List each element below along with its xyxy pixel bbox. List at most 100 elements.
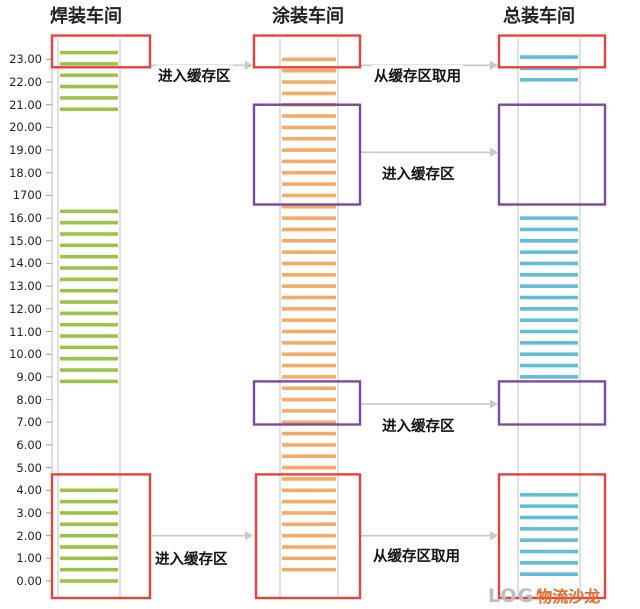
- assembly-production-stripe: [520, 493, 578, 497]
- assembly-production-stripe: [520, 527, 578, 531]
- label-enter-buffer-bottom: 进入缓存区: [153, 548, 230, 569]
- assembly-production-stripe: [520, 77, 578, 82]
- time-tick-label: 10.00: [9, 347, 42, 362]
- painting-production-stripe: [282, 136, 336, 141]
- painting-production-stripe: [282, 420, 336, 425]
- welding-production-stripe: [60, 579, 118, 583]
- time-tick-label: 22.00: [9, 75, 42, 90]
- welding-production-stripe: [60, 368, 118, 372]
- assembly-production-stripe: [520, 538, 578, 542]
- label-enter-buffer-lower-mid: 进入缓存区: [380, 415, 457, 436]
- welding-production-stripe: [60, 488, 118, 493]
- time-tick-label: 18.00: [9, 165, 42, 180]
- painting-production-stripe: [282, 148, 336, 152]
- painting-production-stripe: [282, 125, 336, 130]
- assembly-production-stripe: [520, 572, 578, 576]
- logo-mark: LOG: [488, 585, 535, 607]
- flow-arrow-bottom-right-head: [490, 531, 498, 541]
- assembly-production-stripe: [520, 261, 578, 266]
- painting-production-stripe: [282, 567, 336, 572]
- time-tick-label: 1.00: [16, 551, 42, 566]
- flow-arrow-top-right-head: [490, 60, 498, 70]
- buffer-box-painting-upper: [252, 103, 362, 206]
- assembly-production-stripe: [520, 295, 578, 300]
- assembly-production-stripe: [520, 307, 578, 311]
- time-tick-label: 23.00: [9, 52, 42, 67]
- assembly-production-stripe: [520, 273, 578, 277]
- assembly-production-stripe: [520, 549, 578, 554]
- painting-production-stripe: [282, 409, 336, 413]
- painting-production-stripe: [282, 80, 336, 84]
- time-tick-label: 13.00: [9, 279, 42, 294]
- painting-production-stripe: [282, 170, 336, 175]
- painting-production-stripe: [282, 204, 336, 209]
- time-tick-label: 12.00: [9, 301, 42, 316]
- painting-production-stripe: [282, 465, 336, 470]
- painting-production-stripe: [282, 68, 336, 73]
- time-tick-label: 6.00: [16, 437, 42, 452]
- title-painting: 涂装车间: [272, 6, 344, 27]
- painting-production-stripe: [282, 227, 336, 232]
- welding-production-stripe: [60, 266, 118, 270]
- time-tick-label: 2.00: [16, 528, 42, 543]
- painting-production-stripe: [282, 386, 336, 391]
- assembly-production-stripe: [520, 515, 578, 520]
- time-tick-label: 15.00: [9, 233, 42, 248]
- painting-production-stripe: [282, 284, 336, 288]
- painting-production-stripe: [282, 363, 336, 368]
- painting-production-stripe: [282, 341, 336, 345]
- assembly-production-stripe: [520, 363, 578, 368]
- assembly-production-stripe: [520, 341, 578, 345]
- painting-production-stripe: [282, 352, 336, 356]
- welding-production-stripe: [60, 300, 118, 304]
- painting-production-stripe: [282, 556, 336, 561]
- flow-arrow-lower-mid-head: [490, 399, 498, 409]
- assembly-production-stripe: [520, 284, 578, 288]
- buffer-box-assembly-lower: [497, 380, 607, 426]
- welding-production-stripe: [60, 84, 118, 89]
- time-tick-label: 8.00: [16, 392, 42, 407]
- label-take-from-buffer-bottom: 从缓存区取用: [371, 545, 462, 566]
- assembly-production-stripe: [520, 352, 578, 356]
- time-tick-label: 4.00: [16, 483, 42, 498]
- time-tick-label: 16.00: [9, 211, 42, 226]
- painting-production-stripe: [282, 295, 336, 300]
- welding-production-stripe: [60, 545, 118, 549]
- welding-production-stripe: [60, 334, 118, 338]
- assembly-production-stripe: [520, 250, 578, 254]
- logo-name: 物流沙龙: [536, 587, 601, 606]
- welding-production-stripe: [60, 220, 118, 225]
- time-tick-label: 21.00: [9, 97, 42, 112]
- painting-production-stripe: [282, 273, 336, 277]
- assembly-production-stripe: [520, 375, 578, 379]
- welding-production-stripe: [60, 499, 118, 504]
- welding-production-stripe: [60, 322, 118, 327]
- buffer-box-painting-bottom: [254, 473, 362, 600]
- painting-production-stripe: [282, 397, 336, 402]
- time-tick-label: 11.00: [9, 324, 42, 339]
- painting-production-stripe: [282, 511, 336, 515]
- assembly-production-stripe: [520, 55, 578, 59]
- welding-production-stripe: [60, 277, 118, 282]
- painting-production-stripe: [282, 182, 336, 186]
- welding-production-stripe: [60, 511, 118, 515]
- flow-arrow-bottom-left-head: [245, 531, 253, 541]
- title-assembly: 总装车间: [503, 6, 575, 27]
- assembly-production-stripe: [520, 504, 578, 508]
- assembly-production-stripe: [520, 318, 578, 322]
- painting-production-stripe: [282, 57, 336, 62]
- painting-production-stripe: [282, 454, 336, 459]
- assembly-production-stripe: [520, 216, 578, 220]
- welding-production-stripe: [60, 567, 118, 572]
- assembly-production-stripe: [520, 329, 578, 334]
- painting-production-stripe: [282, 533, 336, 538]
- buffer-box-assembly-top: [497, 34, 607, 69]
- welding-production-stripe: [60, 209, 118, 214]
- buffer-box-assembly-bottom: [497, 473, 607, 600]
- flow-arrow-top-left-head: [245, 60, 253, 70]
- welding-production-stripe: [60, 73, 118, 78]
- painting-production-stripe: [282, 91, 336, 96]
